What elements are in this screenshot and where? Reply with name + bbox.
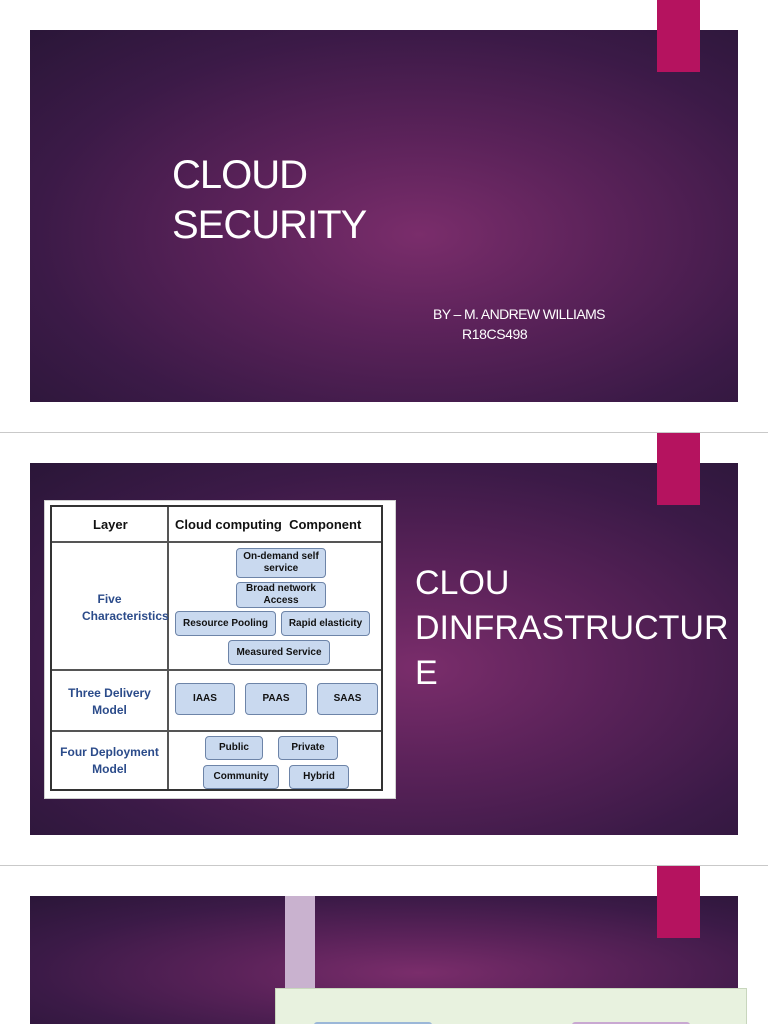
table-column-divider <box>167 507 169 789</box>
header-layer: Layer <box>93 517 128 532</box>
slide-title: CLOU DINFRASTRUCTUR E <box>415 561 729 696</box>
accent-tab <box>657 866 700 938</box>
slide-divider <box>0 865 768 866</box>
component-pill: Private <box>278 736 338 760</box>
slide-divider <box>0 432 768 433</box>
title-line: E <box>415 654 438 692</box>
diagram-shape <box>314 1022 432 1024</box>
component-pill: Community <box>203 765 279 789</box>
header-component: Cloud computing Component <box>175 517 362 532</box>
accent-tab <box>657 433 700 505</box>
component-pill: IAAS <box>175 683 235 715</box>
slide-background <box>30 30 738 402</box>
title-line: DINFRASTRUCTUR <box>415 609 729 647</box>
component-pill: SAAS <box>317 683 378 715</box>
components-table: Layer Cloud computing Component Five Cha… <box>50 505 383 791</box>
layer-three-delivery: Three Delivery Model <box>68 686 151 717</box>
diagram-shape <box>572 1022 690 1024</box>
component-pill: Resource Pooling <box>175 611 276 636</box>
component-pill: Public <box>205 736 263 760</box>
table-row-divider <box>52 541 381 543</box>
author-byline: BY – M. ANDREW WILLIAMS <box>433 306 605 322</box>
table-row-divider <box>52 669 381 671</box>
title-line: SECURITY <box>172 203 367 247</box>
component-pill: On-demand self service <box>236 548 326 578</box>
title-line: CLOUD <box>172 153 308 197</box>
component-pill: PAAS <box>245 683 307 715</box>
slide-title: CLOUD SECURITY <box>172 150 367 250</box>
registration-number: R18CS498 <box>462 326 528 342</box>
layer-five-characteristics: Five Characteristics <box>82 592 169 623</box>
slide-1[interactable]: CLOUD SECURITY BY – M. ANDREW WILLIAMS R… <box>0 0 768 432</box>
cloud-components-table-image: Layer Cloud computing Component Five Cha… <box>44 500 396 799</box>
title-line: CLOU <box>415 564 510 602</box>
component-pill: Hybrid <box>289 765 349 789</box>
slide-3[interactable] <box>0 866 768 1024</box>
component-pill: Rapid elasticity <box>281 611 370 636</box>
table-row-divider <box>52 730 381 732</box>
layer-four-deployment: Four Deployment Model <box>60 745 159 776</box>
diagram-image <box>275 988 747 1024</box>
accent-tab <box>657 0 700 72</box>
component-pill: Measured Service <box>228 640 330 665</box>
slide-2[interactable]: Layer Cloud computing Component Five Cha… <box>0 433 768 865</box>
component-pill: Broad network Access <box>236 582 326 608</box>
